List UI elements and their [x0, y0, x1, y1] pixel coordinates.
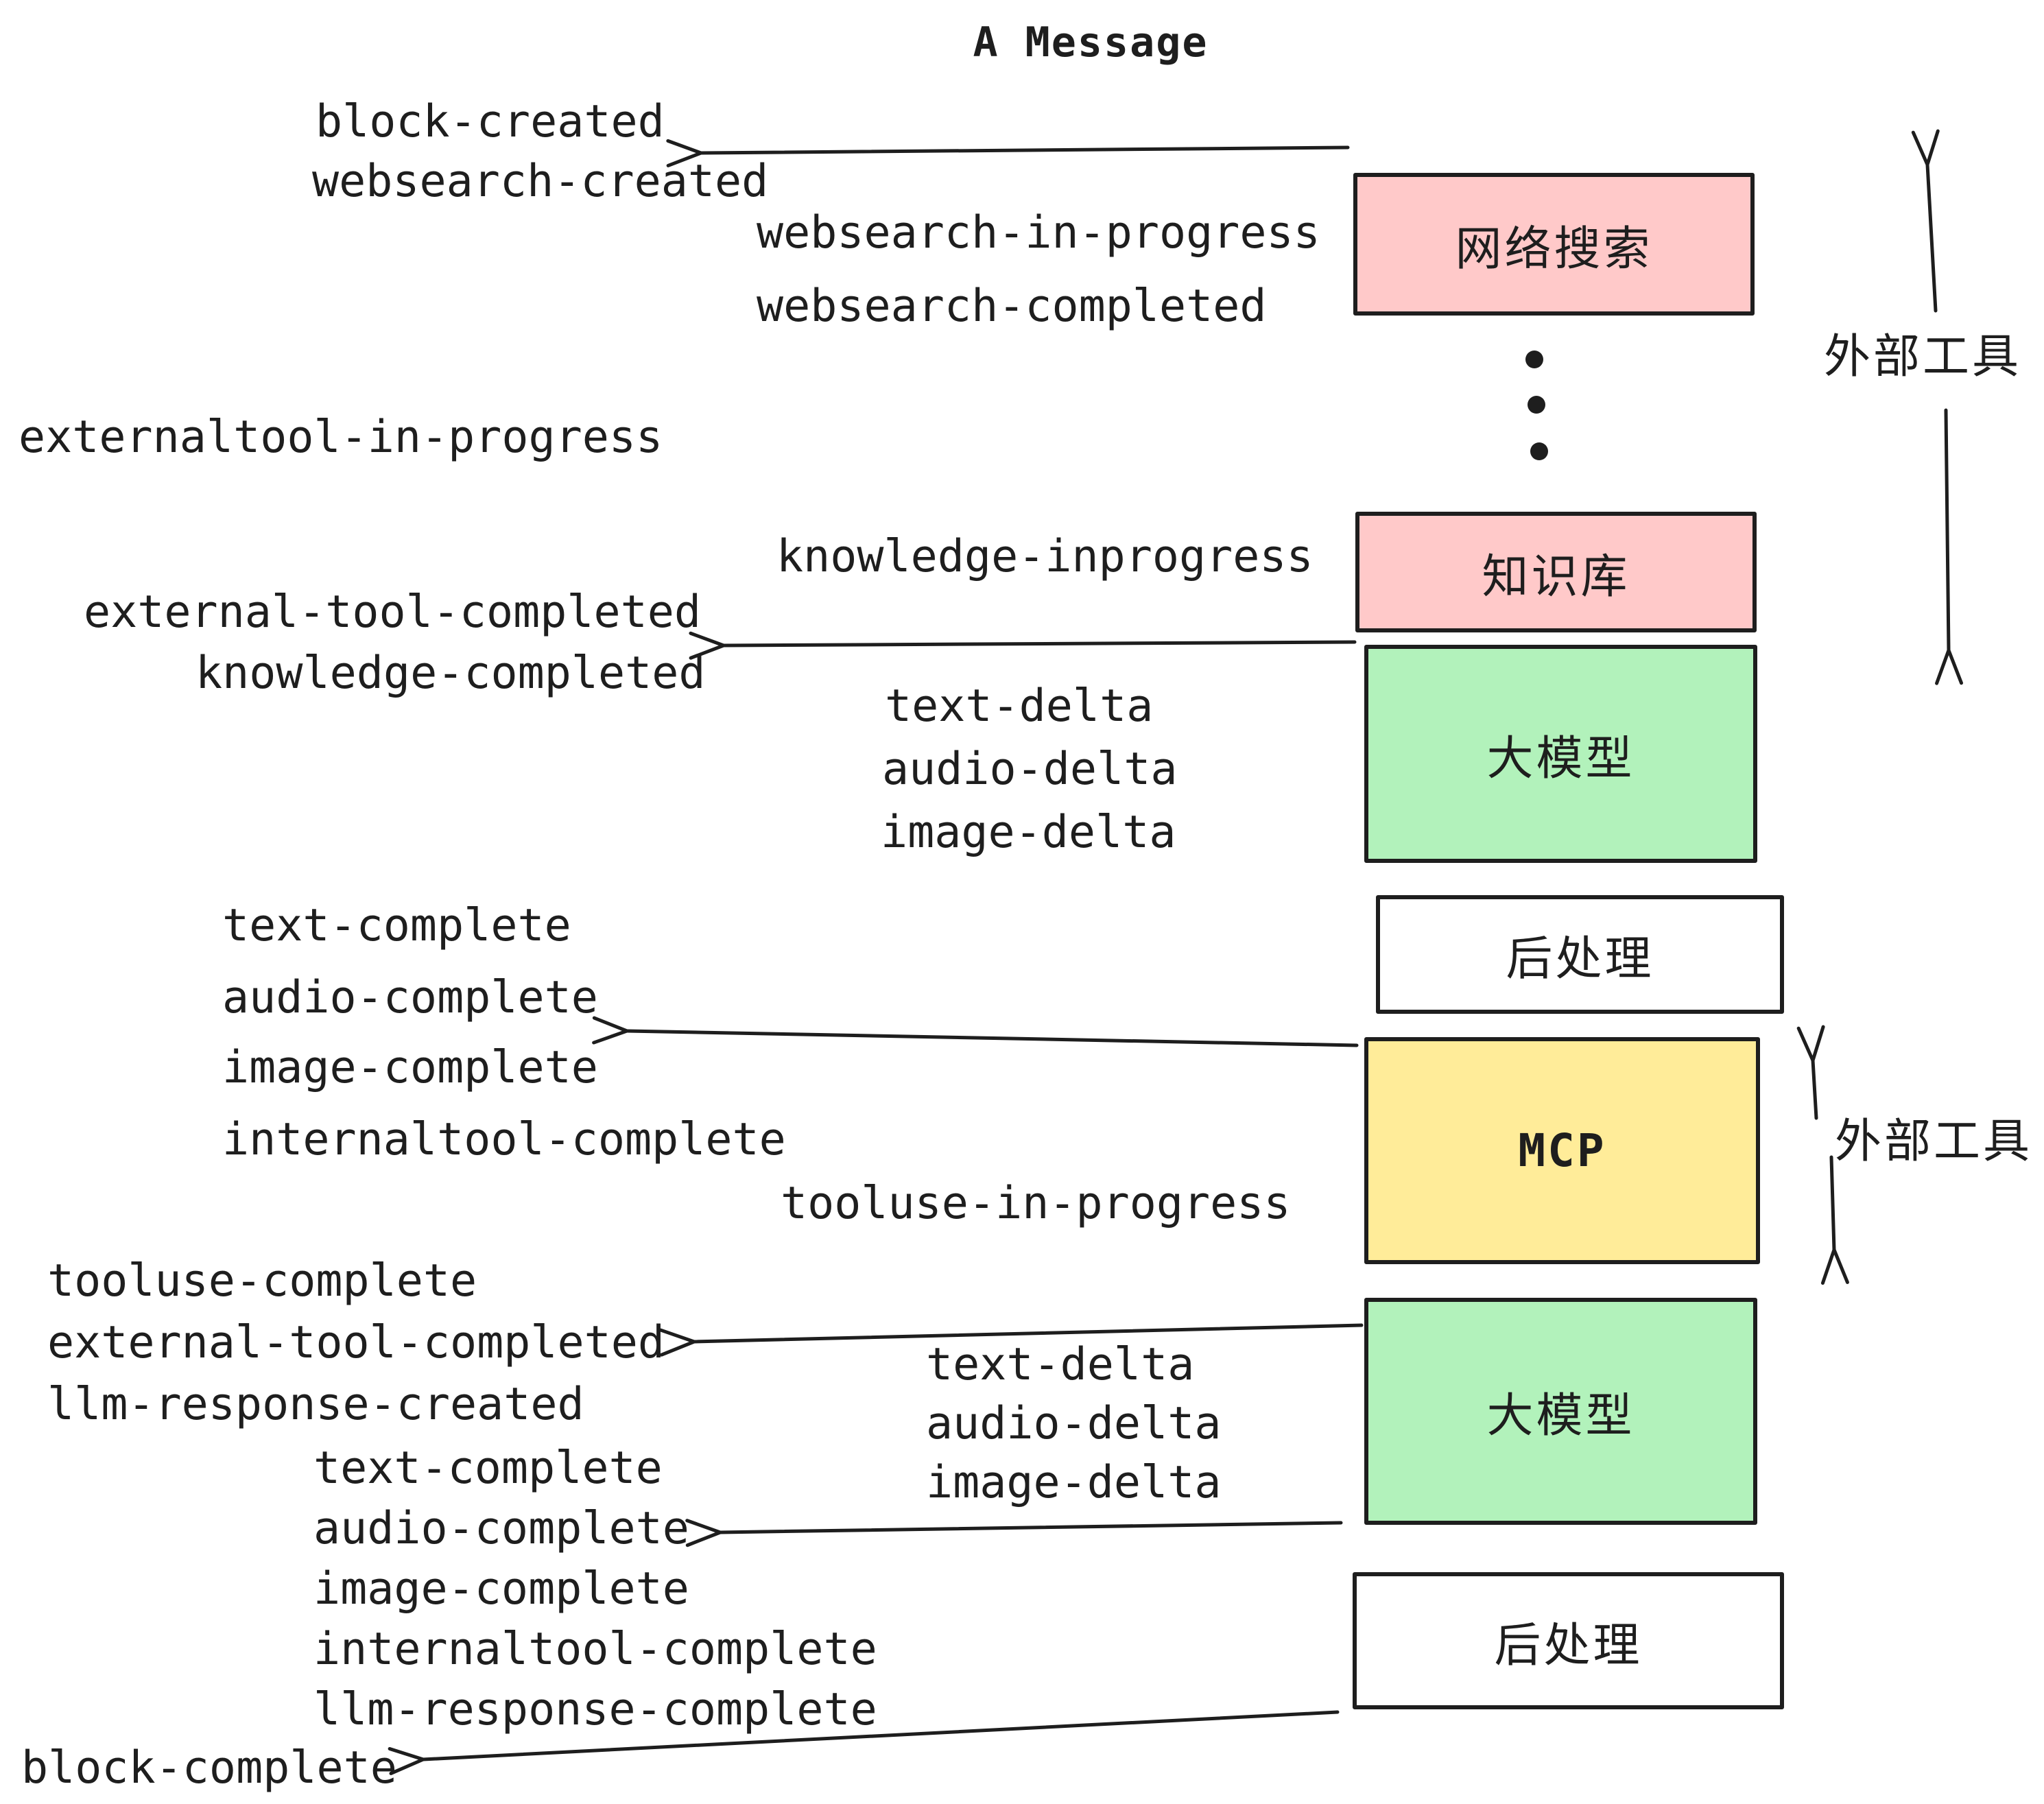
event-label-audio-complete-1: audio-complete [222, 972, 598, 1023]
event-label-external-tool-completed-2: external-tool-completed [47, 1317, 665, 1368]
event-label-websearch-completed: websearch-completed [757, 281, 1267, 332]
node-postprocess-1-label: 后处理 [1506, 933, 1654, 985]
node-websearch-label: 网络搜索 [1455, 222, 1653, 275]
diagram-title: A Message [973, 19, 1209, 67]
node-llm-1-label: 大模型 [1486, 732, 1635, 785]
node-llm-2-label: 大模型 [1486, 1390, 1635, 1442]
event-label-internaltool-complete-1: internaltool-complete [222, 1114, 786, 1165]
event-label-text-delta-2: text-delta [926, 1339, 1195, 1390]
arrow-external-tools-top-up [1911, 129, 1940, 313]
event-label-websearch-in-progress: websearch-in-progress [757, 207, 1320, 259]
external-tools-label-top: 外部工具 [1824, 331, 2022, 383]
node-websearch: 网络搜索 [1353, 173, 1755, 316]
event-label-audio-delta-1: audio-delta [882, 744, 1178, 795]
node-mcp: MCP [1364, 1037, 1760, 1264]
arrow-external-tools-bottom-down [1820, 1155, 1849, 1285]
node-postprocess-2-label: 后处理 [1494, 1619, 1643, 1672]
node-llm-1: 大模型 [1364, 645, 1757, 863]
event-label-image-delta-2: image-delta [926, 1457, 1222, 1508]
event-label-internaltool-complete-2: internaltool-complete [313, 1624, 877, 1675]
external-tools-label-bottom: 外部工具 [1835, 1115, 2033, 1167]
event-label-text-delta-1: text-delta [885, 680, 1154, 732]
node-knowledge-label: 知识库 [1482, 550, 1630, 603]
event-label-knowledge-inprogress: knowledge-inprogress [776, 531, 1314, 582]
event-label-image-complete-1: image-complete [222, 1042, 598, 1093]
event-label-text-complete-2: text-complete [313, 1443, 663, 1494]
arrow-external-tools-bottom-up [1796, 1025, 1825, 1120]
event-label-websearch-created: websearch-created [312, 156, 769, 207]
node-knowledge: 知识库 [1355, 512, 1757, 632]
arrow-internaltool-complete [592, 1016, 1359, 1047]
event-label-text-complete-1: text-complete [222, 900, 571, 951]
event-label-external-tool-completed: external-tool-completed [84, 586, 702, 638]
event-label-llm-response-created: llm-response-created [47, 1379, 584, 1430]
node-mcp-label: MCP [1518, 1124, 1606, 1177]
node-postprocess-1: 后处理 [1376, 895, 1784, 1014]
event-label-audio-delta-2: audio-delta [926, 1398, 1222, 1449]
ellipsis-dots-icon [1525, 351, 1548, 460]
event-label-externaltool-in-progress: externaltool-in-progress [19, 412, 663, 463]
arrow-websearch-created [666, 139, 1350, 167]
arrow-external-tools-top-down [1935, 408, 1964, 685]
event-label-block-created: block-created [316, 96, 665, 147]
event-label-tooluse-in-progress: tooluse-in-progress [781, 1178, 1291, 1229]
node-postprocess-2: 后处理 [1353, 1572, 1784, 1709]
event-label-audio-complete-2: audio-complete [313, 1503, 689, 1554]
event-label-image-complete-2: image-complete [313, 1563, 689, 1615]
event-label-llm-response-complete: llm-response-complete [313, 1684, 877, 1735]
event-label-block-complete: block-complete [21, 1742, 397, 1794]
event-label-tooluse-complete: tooluse-complete [47, 1255, 477, 1307]
arrow-llm-response-complete [685, 1519, 1343, 1547]
event-label-knowledge-completed: knowledge-completed [195, 648, 706, 699]
event-label-image-delta-1: image-delta [881, 807, 1176, 858]
arrow-knowledge-completed [689, 631, 1357, 660]
node-llm-2: 大模型 [1364, 1298, 1757, 1525]
